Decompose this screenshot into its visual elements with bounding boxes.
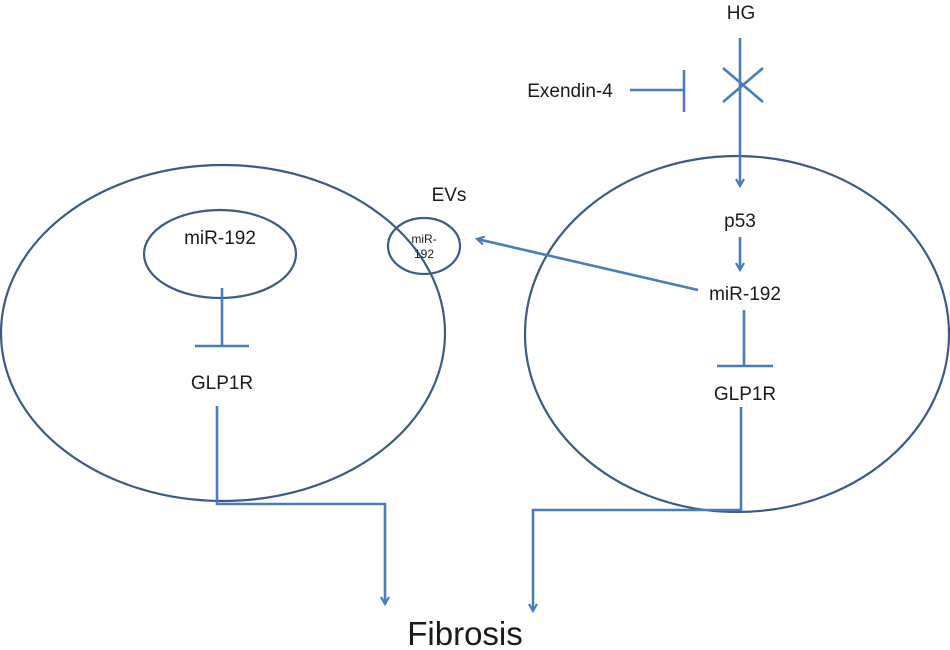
right-cell (523, 154, 950, 514)
left-cell (0, 163, 447, 503)
right-mir-label: miR-192 (709, 284, 781, 305)
fibrosis-label: Fibrosis (407, 615, 523, 650)
left-mir-label: miR-192 (184, 228, 256, 249)
ev-content-line1: miR- (411, 232, 436, 246)
left-nucleus (142, 208, 298, 300)
right-glp1r-to-fibrosis-arrow (533, 407, 743, 611)
exendin-label: Exendin-4 (527, 81, 613, 102)
left-glp1r-label: GLP1R (191, 373, 253, 394)
ev-content-line2: 192 (414, 247, 434, 261)
right-glp1r-label: GLP1R (714, 384, 776, 405)
ev-vesicle (386, 216, 462, 276)
ev-label: EVs (432, 185, 467, 206)
block-x-mark-b (722, 67, 764, 103)
hg-label: HG (727, 3, 756, 24)
mir-to-ev-arrow (477, 239, 699, 292)
left-glp1r-to-fibrosis-arrow (215, 406, 385, 604)
p53-label: p53 (724, 211, 756, 232)
